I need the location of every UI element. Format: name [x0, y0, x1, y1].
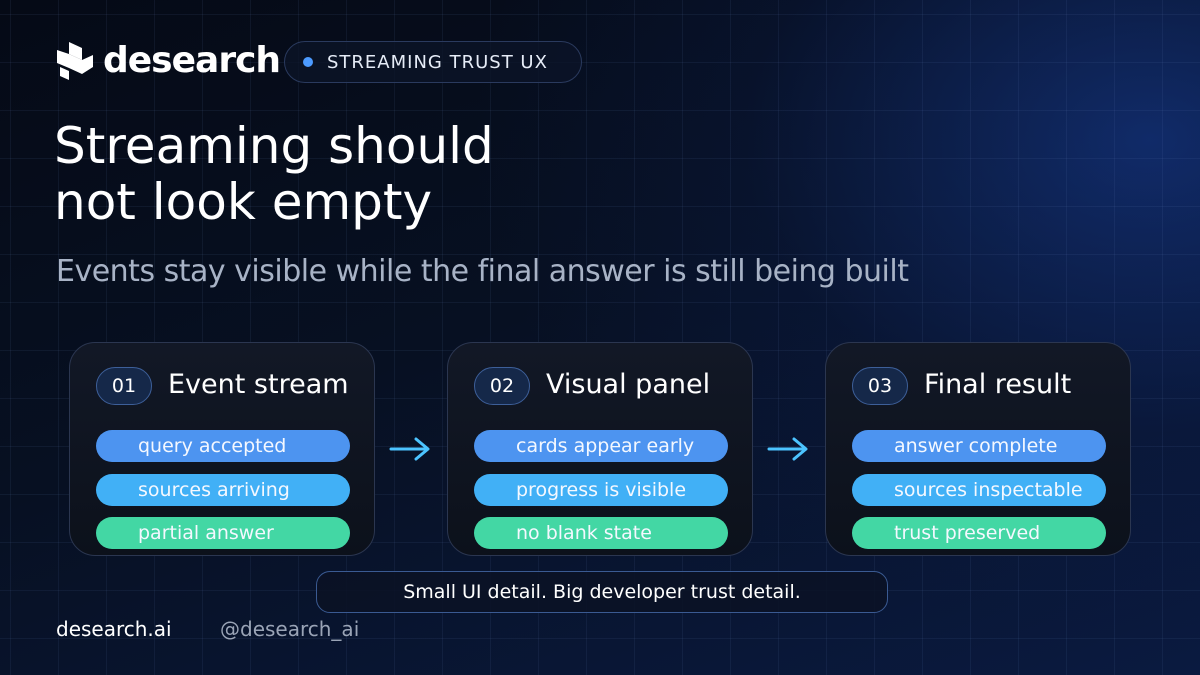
card-item: sources inspectable	[852, 474, 1106, 506]
card-visual-panel: 02 Visual panel cards appear early progr…	[447, 342, 753, 556]
card-event-stream: 01 Event stream query accepted sources a…	[69, 342, 375, 556]
card-final-result: 03 Final result answer complete sources …	[825, 342, 1131, 556]
social-handle[interactable]: @desearch_ai	[220, 617, 360, 641]
card-title: Final result	[924, 369, 1072, 400]
card-number: 02	[474, 367, 530, 405]
card-title: Visual panel	[546, 369, 711, 400]
arrow-right-icon	[389, 437, 430, 461]
arrow-right-icon	[767, 437, 808, 461]
headline-line-2: not look empty	[54, 173, 433, 231]
brand-name: desearch	[103, 40, 281, 81]
website-link[interactable]: desearch.ai	[56, 617, 172, 641]
card-item: sources arriving	[96, 474, 350, 506]
tag-label: STREAMING TRUST UX	[327, 51, 548, 73]
card-item: progress is visible	[474, 474, 728, 506]
card-item: cards appear early	[474, 430, 728, 462]
tag-dot-icon	[303, 57, 313, 67]
tagline-pill: Small UI detail. Big developer trust det…	[316, 571, 888, 613]
headline-line-1: Streaming should	[54, 117, 494, 175]
card-title: Event stream	[168, 369, 349, 400]
brand-logo: desearch	[55, 40, 281, 81]
subtitle: Events stay visible while the final answ…	[56, 254, 909, 289]
card-item: query accepted	[96, 430, 350, 462]
card-item: trust preserved	[852, 517, 1106, 549]
card-item: answer complete	[852, 430, 1106, 462]
topic-tag: STREAMING TRUST UX	[284, 41, 582, 83]
card-number: 03	[852, 367, 908, 405]
desearch-logo-icon	[57, 41, 93, 80]
card-item: partial answer	[96, 517, 350, 549]
card-item: no blank state	[474, 517, 728, 549]
headline: Streaming should not look empty	[54, 118, 494, 230]
card-number: 01	[96, 367, 152, 405]
